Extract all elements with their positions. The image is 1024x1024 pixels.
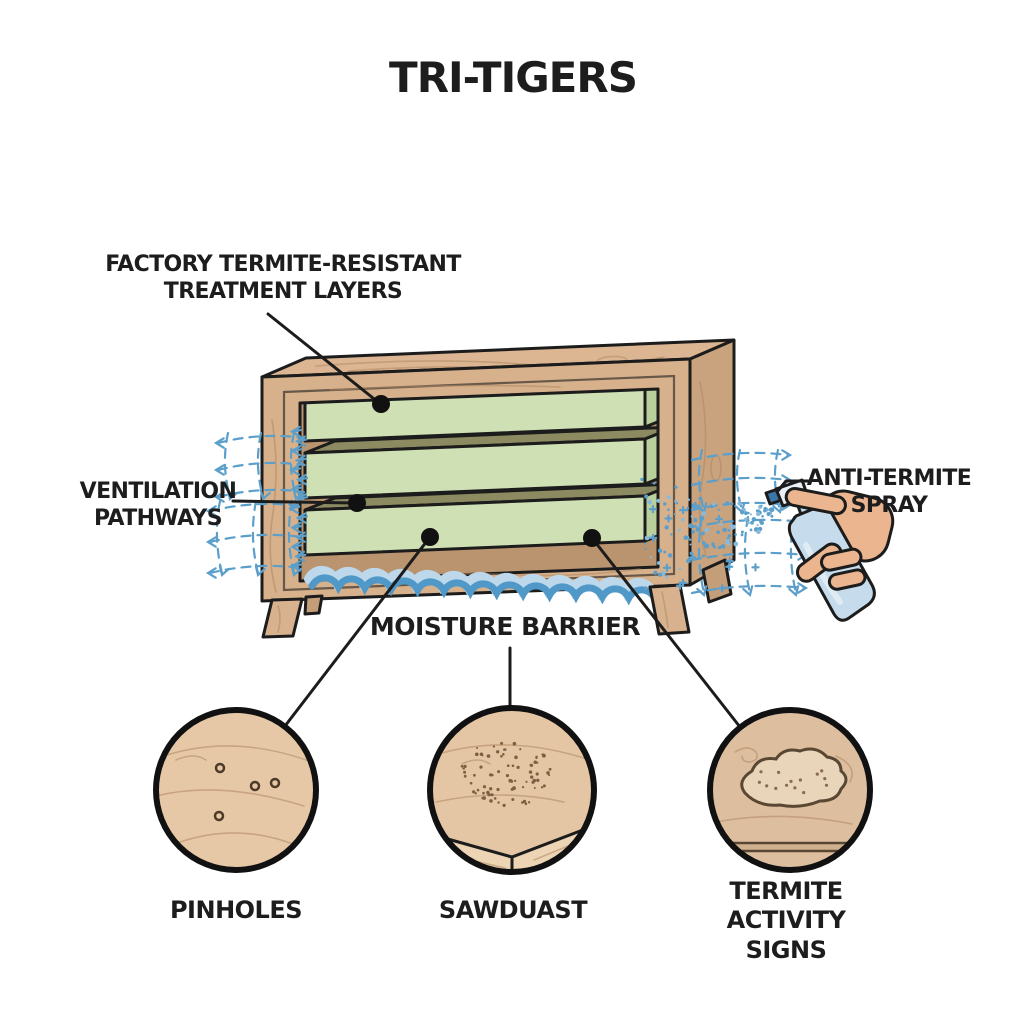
cabinet-leg-front-right: [648, 583, 691, 636]
callout-moisture-barrier: MOISTURE BARRIER: [369, 612, 641, 641]
circle-label-termite-line1: TERMITE: [729, 877, 843, 905]
ventilation-arrows-strip: [288, 425, 309, 572]
circle-label-pinholes: PINHOLES: [169, 896, 303, 924]
callout-ventilation-line1: VENTILATION: [79, 479, 237, 504]
callout-spray-line1: ANTI-TERMITE: [806, 466, 972, 491]
cabinet-leg-back-right: [701, 558, 733, 604]
inspection-circle-pinholes: [153, 707, 319, 873]
callout-treatment-line2: TREATMENT LAYERS: [163, 278, 403, 304]
callout-dot-treatment: [372, 395, 390, 413]
circle-label-sawdust: SAWDUAST: [438, 896, 588, 924]
callout-spray: ANTI-TERMITE SPRAY: [806, 466, 972, 520]
callout-dot-ventilation: [348, 494, 366, 512]
cabinet-leg-front-left: [261, 597, 304, 639]
circle-label-termite-line2: ACTIVITY: [726, 906, 846, 935]
inspection-circle-termite-activity: [707, 707, 873, 873]
moisture-barrier-wave: [304, 565, 659, 606]
callout-treatment-line1: FACTORY TERMITE-RESISTANT: [105, 252, 461, 277]
mud-tube-blob: [740, 747, 848, 808]
cabinet-illustration: [260, 338, 736, 639]
mud-tube-dots: [757, 769, 829, 795]
callout-ventilation-line2: PATHWAYS: [93, 505, 223, 531]
diagram-title: TRI-TIGERS: [389, 53, 638, 102]
callout-spray-line2: SPRAY: [850, 492, 928, 518]
pinhole-marks: [213, 762, 281, 822]
leader-lines: [231, 312, 810, 729]
callout-dot-activity: [583, 529, 601, 547]
circle-label-termite-line3: SIGNS: [745, 935, 827, 964]
hand-fingers: [784, 486, 867, 591]
anti-termite-spray-group: [764, 478, 895, 622]
spray-mist: [640, 477, 775, 593]
callout-ventilation: VENTILATION PATHWAYS: [80, 479, 237, 533]
circle-label-termite-activity: TERMITE ACTIVITY SIGNS: [727, 877, 846, 965]
callout-treatment-layers: FACTORY TERMITE-RESISTANT TREATMENT LAYE…: [105, 252, 461, 306]
cabinet-leg-back-left: [303, 594, 324, 616]
sawdust-pile: [460, 741, 552, 808]
cabinet-front-frame: [260, 357, 692, 603]
callout-dot-pinholes: [421, 528, 439, 546]
inspection-circle-sawdust: [427, 705, 597, 875]
